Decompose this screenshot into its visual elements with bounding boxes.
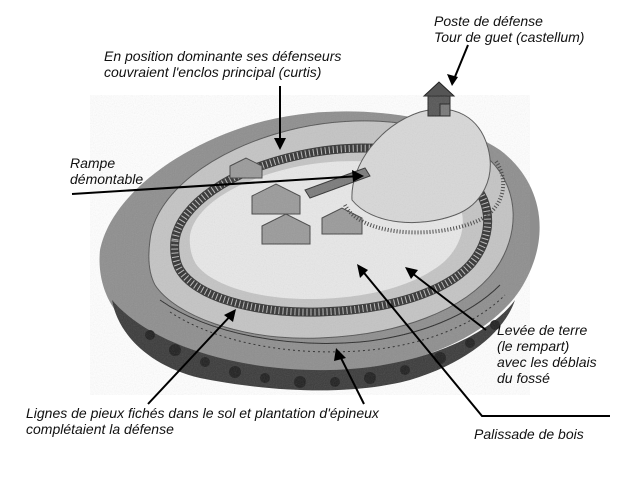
ramp-label-line-2: démontable xyxy=(70,171,144,187)
earthwork-label-line-2: (le rempart) xyxy=(497,338,570,354)
dominant-position-label: En position dominante ses défenseurs cou… xyxy=(104,48,341,80)
stakes-leader xyxy=(147,311,235,405)
earthwork-label-line-1: Levée de terre xyxy=(497,322,588,338)
palisade-arrowhead xyxy=(357,264,368,278)
dominant-arrowhead xyxy=(274,138,286,150)
earthwork-label: Levée de terre (le rempart) avec les déb… xyxy=(497,322,597,386)
palisade-leader xyxy=(359,267,610,417)
stakes-label-line-1: Lignes de pieux fichés dans le sol et pl… xyxy=(26,405,379,421)
stakes-arrowhead xyxy=(224,309,236,322)
ramp-label-line-1: Rampe xyxy=(70,155,116,171)
stakes-arrowhead-2 xyxy=(334,348,346,361)
stakes-leader-2 xyxy=(337,351,365,405)
earthwork-label-line-3: avec les déblais xyxy=(497,354,597,370)
dominant-label-line-1: En position dominante ses défenseurs xyxy=(104,48,342,64)
tower-label-line-2: Tour de guet (castellum) xyxy=(434,29,585,45)
grain-overlay xyxy=(90,95,530,395)
earth-arrowhead xyxy=(405,267,418,279)
palisade-label-line-1: Palissade de bois xyxy=(474,426,584,442)
ramp-label: Rampe démontable xyxy=(70,155,143,187)
arrowheads xyxy=(224,74,458,361)
palisade-label: Palissade de bois xyxy=(474,426,584,442)
tower-label-line-1: Poste de défense xyxy=(434,13,543,29)
dominant-label-line-2: couvraient l'enclos principal (curtis) xyxy=(104,64,322,80)
leader-lines xyxy=(71,44,610,417)
stakes-label: Lignes de pieux fichés dans le sol et pl… xyxy=(26,405,379,437)
ramp-arrowhead xyxy=(352,170,364,182)
tower-arrowhead xyxy=(447,74,458,86)
tower-label: Poste de défense Tour de guet (castellum… xyxy=(434,13,584,45)
stakes-label-line-2: complétaient la défense xyxy=(26,421,174,437)
ramp-leader xyxy=(71,175,361,195)
earth-leader xyxy=(407,269,487,331)
earthwork-label-line-4: du fossé xyxy=(497,370,550,386)
